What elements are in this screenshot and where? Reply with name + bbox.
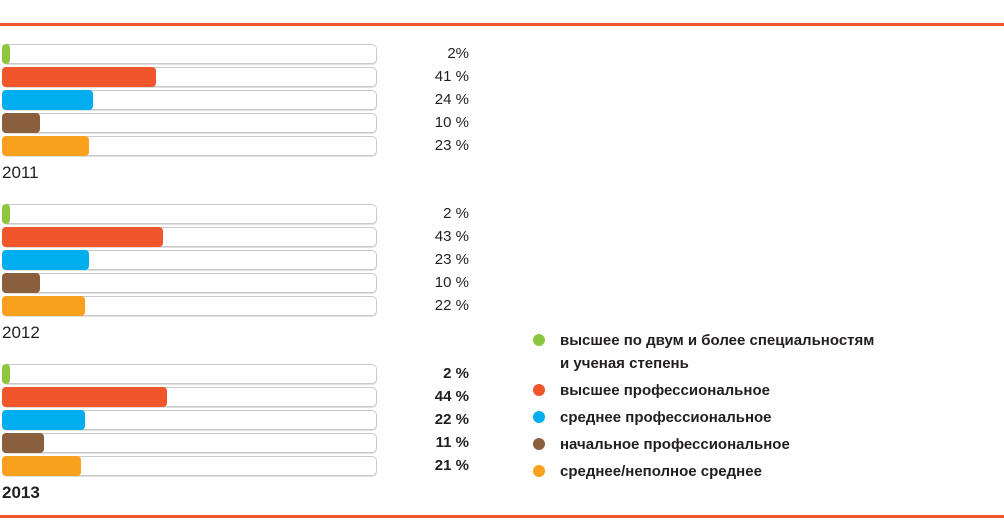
legend-dot-secondary-professional	[533, 411, 545, 423]
bar-value-label: 2 %	[443, 205, 469, 222]
bar-value-label: 44 %	[434, 388, 469, 405]
bar-value-label: 10 %	[434, 274, 469, 291]
bar-row: 11 %	[2, 433, 469, 453]
legend-item-higher-two-or-more-specialties-and-degree: высшее по двум и более специальностям и …	[533, 329, 874, 375]
bar-track	[2, 67, 377, 87]
bar-value-label: 43 %	[434, 228, 469, 245]
legend-label: начальное профессиональное	[560, 436, 790, 453]
bar-row: 10 %	[2, 273, 469, 293]
bar-value-label: 41 %	[434, 68, 469, 85]
legend-item-higher-professional: высшее профессиональное	[533, 379, 874, 402]
bar-track	[2, 410, 377, 430]
bar-track	[2, 456, 377, 476]
bar-track	[2, 44, 377, 64]
bar-row: 2 %	[2, 204, 469, 224]
bar-higher-two-or-more-specialties-and-degree	[2, 44, 11, 64]
legend-dot-initial-professional	[533, 438, 545, 450]
year-group-2013: 2 % 44 % 22 % 11 % 21 % 2013	[2, 364, 469, 501]
bar-row: 2 %	[2, 364, 469, 384]
legend-label: среднее профессиональное	[560, 409, 772, 426]
bar-value-label: 22 %	[434, 411, 469, 428]
bar-value-label: 11 %	[435, 434, 469, 451]
chart-legend: высшее по двум и более специальностям и …	[533, 329, 874, 483]
year-label: 2011	[2, 163, 39, 182]
bar-secondary-or-incomplete-secondary	[2, 296, 86, 316]
bar-row: 23 %	[2, 250, 469, 270]
bar-secondary-professional	[2, 90, 93, 110]
bar-initial-professional	[2, 433, 45, 453]
bar-track	[2, 227, 377, 247]
bar-value-label: 2%	[447, 45, 469, 62]
bar-secondary-or-incomplete-secondary	[2, 456, 82, 476]
bar-row: 22 %	[2, 296, 469, 316]
bar-row: 43 %	[2, 227, 469, 247]
bar-track	[2, 433, 377, 453]
year-label: 2013	[2, 483, 40, 502]
bar-value-label: 24 %	[434, 91, 469, 108]
bar-track	[2, 136, 377, 156]
bar-row: 24 %	[2, 90, 469, 110]
bar-row: 21 %	[2, 456, 469, 476]
bar-initial-professional	[2, 273, 41, 293]
bar-track	[2, 113, 377, 133]
bar-track	[2, 364, 377, 384]
bar-value-label: 22 %	[434, 297, 469, 314]
bar-row: 2%	[2, 44, 469, 64]
bar-secondary-professional	[2, 410, 86, 430]
year-label: 2012	[2, 323, 40, 342]
top-accent-rule	[0, 23, 1004, 26]
bar-row: 22 %	[2, 410, 469, 430]
bar-higher-professional	[2, 387, 168, 407]
bar-higher-professional	[2, 227, 164, 247]
bottom-accent-rule	[0, 515, 1004, 518]
bar-secondary-professional	[2, 250, 89, 270]
legend-dot-higher-professional	[533, 384, 545, 396]
bar-track	[2, 296, 377, 316]
bar-higher-two-or-more-specialties-and-degree	[2, 364, 11, 384]
year-group-2012: 2 % 43 % 23 % 10 % 22 % 2012	[2, 204, 469, 341]
legend-label: среднее/неполное среднее	[560, 463, 762, 480]
bar-higher-two-or-more-specialties-and-degree	[2, 204, 11, 224]
legend-dot-higher-two-or-more-specialties-and-degree	[533, 334, 545, 346]
bar-track	[2, 250, 377, 270]
bar-row: 23 %	[2, 136, 469, 156]
bar-value-label: 10 %	[434, 114, 469, 131]
bar-initial-professional	[2, 113, 41, 133]
bar-row: 10 %	[2, 113, 469, 133]
legend-label: высшее профессиональное	[560, 382, 770, 399]
bar-track	[2, 387, 377, 407]
bar-value-label: 23 %	[434, 251, 469, 268]
legend-dot-secondary-or-incomplete-secondary	[533, 465, 545, 477]
bar-track	[2, 90, 377, 110]
bar-row: 41 %	[2, 67, 469, 87]
legend-item-secondary-professional: среднее профессиональное	[533, 406, 874, 429]
bar-row: 44 %	[2, 387, 469, 407]
year-group-2011: 2% 41 % 24 % 10 % 23 % 2011	[2, 44, 469, 181]
legend-item-secondary-or-incomplete-secondary: среднее/неполное среднее	[533, 460, 874, 483]
bar-higher-professional	[2, 67, 156, 87]
bar-value-label: 23 %	[434, 137, 469, 154]
legend-item-initial-professional: начальное профессиональное	[533, 433, 874, 456]
bar-secondary-or-incomplete-secondary	[2, 136, 89, 156]
bar-value-label: 2 %	[443, 365, 469, 382]
legend-label: высшее по двум и более специальностям и …	[560, 332, 875, 372]
bar-track	[2, 204, 377, 224]
bar-track	[2, 273, 377, 293]
bar-value-label: 21 %	[434, 457, 469, 474]
